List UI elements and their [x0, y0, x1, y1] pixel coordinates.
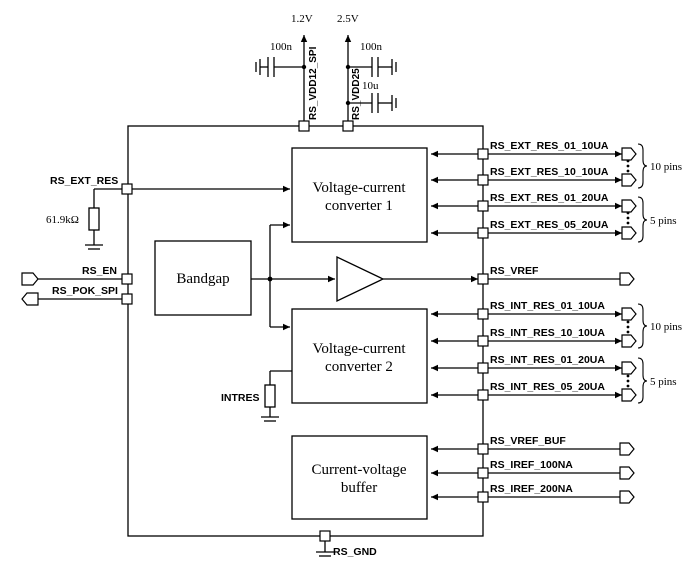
right-terminal-flags — [619, 147, 637, 504]
intres-label: INTRES — [221, 392, 260, 404]
vic2-outputs — [431, 310, 478, 399]
pin-iref-100-label: RS_IREF_100NA — [490, 459, 573, 471]
pin-rs-pok-spi: RS_POK_SPI — [21, 285, 133, 306]
pin-ellipsis — [626, 159, 630, 388]
bandgap-block: Bandgap — [154, 240, 252, 316]
rs-gnd-label: RS_GND — [333, 546, 377, 558]
pad-vdd25 — [342, 120, 354, 132]
group-braces — [637, 143, 648, 404]
pin-rs-gnd: RS_GND — [316, 530, 377, 558]
cvb-title-line2: buffer — [341, 480, 377, 496]
vic1-outputs — [431, 150, 478, 237]
group-ext-10-label: 10 pins — [650, 161, 682, 173]
group-ext-5-label: 5 pins — [650, 215, 677, 227]
vdd25-pin-label: RS_VDD25 — [351, 68, 362, 120]
pin-int-05-20-label: RS_INT_RES_05_20UA — [490, 381, 605, 393]
pin-ext-10-10-label: RS_EXT_RES_10_10UA — [490, 166, 609, 178]
pin-rs-en: RS_EN — [21, 265, 133, 286]
pin-ext-01-20-label: RS_EXT_RES_01_20UA — [490, 192, 609, 204]
vic1-title-line1: Voltage-current — [312, 180, 406, 196]
cvb-title-line1: Current-voltage — [312, 462, 407, 478]
vic2-title-line2: converter 2 — [325, 359, 393, 375]
supply-2v5-label: 2.5V — [337, 13, 359, 25]
right-pads — [477, 148, 489, 503]
vic1-block: Voltage-current converter 1 — [291, 147, 428, 243]
bandgap-title: Bandgap — [176, 271, 229, 287]
pin-rs-ext-res: RS_EXT_RES 61.9kΩ — [46, 175, 290, 250]
pin-int-01-10-label: RS_INT_RES_01_10UA — [490, 300, 605, 312]
pin-vref-label: RS_VREF — [490, 265, 539, 277]
cap-100n-2v5-label: 100n — [360, 41, 383, 53]
group-int-10-label: 10 pins — [650, 321, 682, 333]
cvb-inputs — [431, 445, 478, 501]
vdd12-pin-label: RS_VDD12_SPI — [308, 46, 319, 120]
pin-int-01-20-label: RS_INT_RES_01_20UA — [490, 354, 605, 366]
intres-resistor — [264, 384, 276, 408]
rs-pok-spi-label: RS_POK_SPI — [52, 285, 118, 297]
vic2-title-line1: Voltage-current — [312, 341, 406, 357]
right-pin-labels: RS_EXT_RES_01_10UA RS_EXT_RES_10_10UA RS… — [490, 140, 609, 495]
pin-iref-200-label: RS_IREF_200NA — [490, 483, 573, 495]
pin-int-10-10-label: RS_INT_RES_10_10UA — [490, 327, 605, 339]
vic1-title-line2: converter 1 — [325, 198, 393, 214]
right-external-lines — [488, 150, 622, 498]
pad-vdd12 — [298, 120, 310, 132]
cap-100n-1v2-label: 100n — [270, 41, 293, 53]
group-int-5-label: 5 pins — [650, 376, 677, 388]
pin-vref-buf-label: RS_VREF_BUF — [490, 435, 566, 447]
intres: INTRES — [221, 370, 292, 422]
vref-buffer-amp — [336, 255, 385, 303]
rs-ext-res-label: RS_EXT_RES — [50, 175, 118, 187]
vic2-block: Voltage-current converter 2 — [291, 308, 428, 404]
pin-ext-01-10-label: RS_EXT_RES_01_10UA — [490, 140, 609, 152]
supply-1v2-label: 1.2V — [291, 13, 313, 25]
supply-2v5: 2.5V 100n 10u RS_VDD25 — [337, 13, 397, 121]
cvb-block: Current-voltage buffer — [291, 435, 428, 520]
resistor-value-label: 61.9kΩ — [46, 214, 79, 226]
rs-en-label: RS_EN — [82, 265, 117, 277]
pin-ext-05-20-label: RS_EXT_RES_05_20UA — [490, 219, 609, 231]
supply-1v2: 1.2V 100n RS_VDD12_SPI — [255, 13, 319, 121]
cap-10u-label: 10u — [362, 80, 379, 92]
ext-resistor — [88, 207, 100, 231]
